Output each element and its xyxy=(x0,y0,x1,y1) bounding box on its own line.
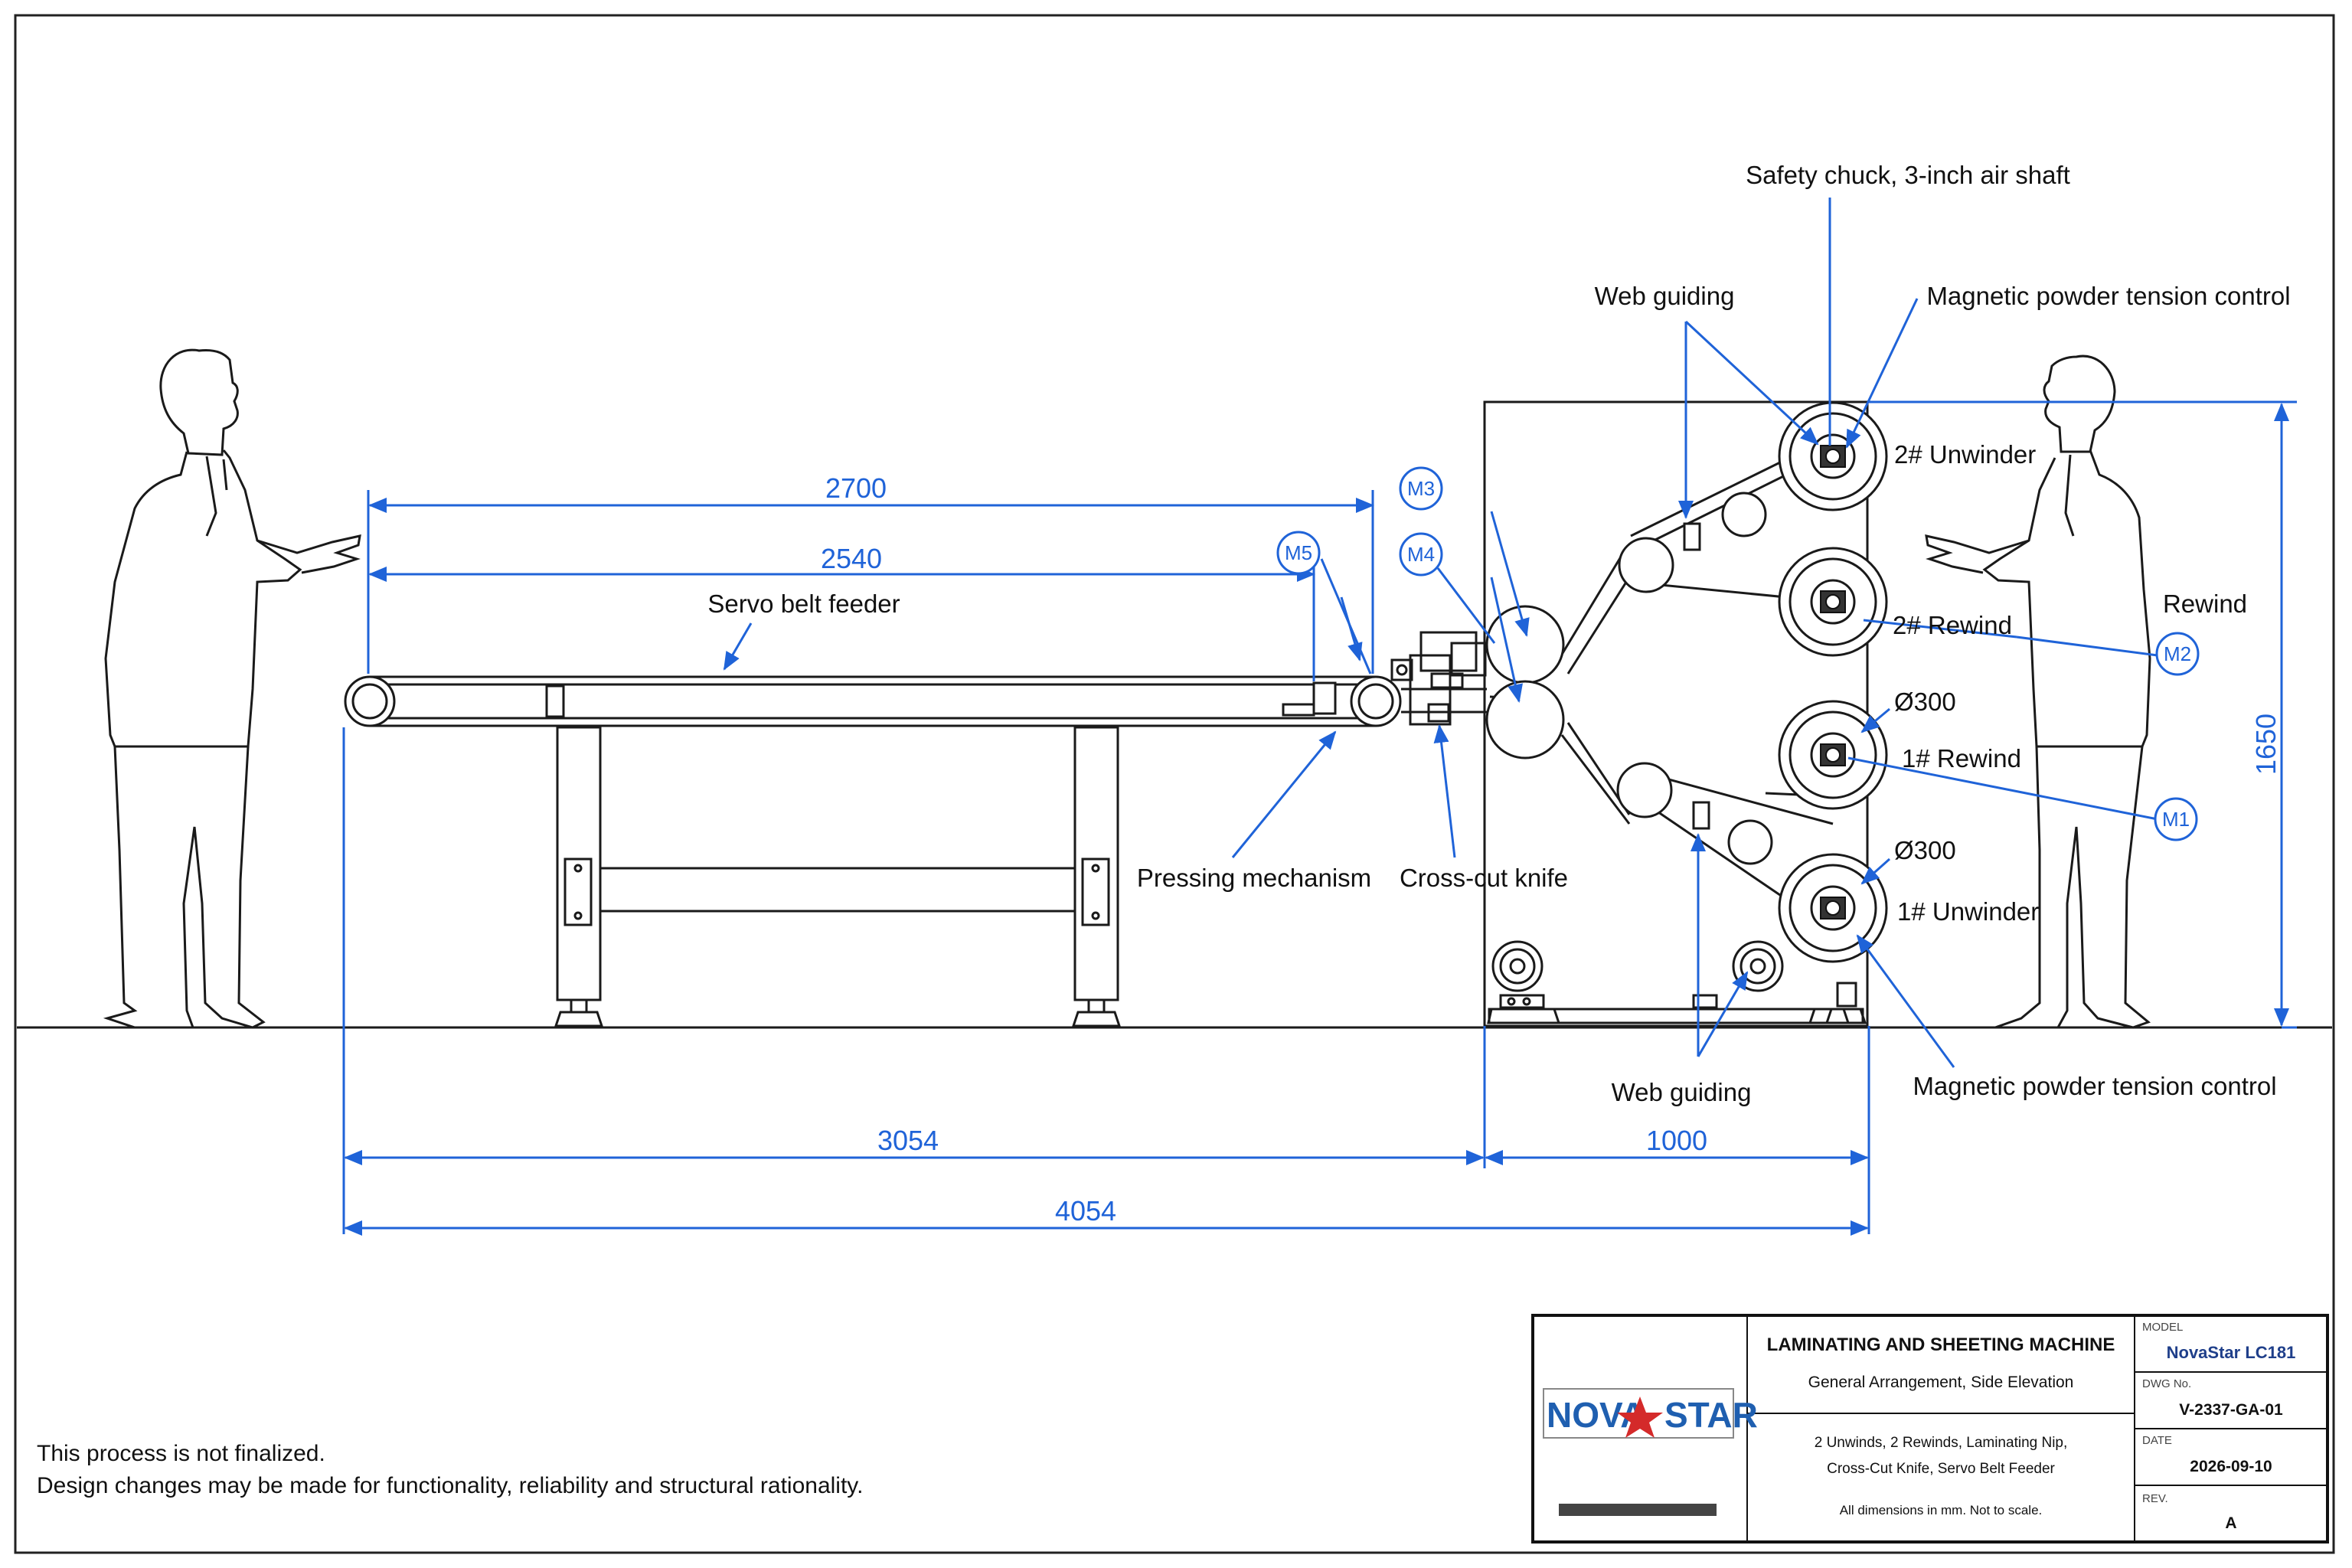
tb-desc-3: All dimensions in mm. Not to scale. xyxy=(1840,1503,2043,1517)
tb-dwg-label: DWG No. xyxy=(2142,1377,2191,1390)
tb-dwg-value: V-2337-GA-01 xyxy=(2179,1401,2283,1419)
drawing-border xyxy=(14,14,2335,1554)
label-1-unwinder: 1# Unwinder xyxy=(1897,897,2039,926)
leader-lines xyxy=(723,198,2158,1068)
tb-desc-1: 2 Unwinds, 2 Rewinds, Laminating Nip, xyxy=(1815,1435,2068,1451)
motor-m4-bubble: M4 xyxy=(1399,532,1443,577)
dim-feeder-overall: 2700 xyxy=(825,472,887,504)
note-line-1: This process is not finalized. xyxy=(37,1441,325,1466)
cross-cut-knife-unit xyxy=(1390,631,1487,726)
tb-rev-label: REV. xyxy=(2142,1492,2168,1505)
reel-1-unwinder xyxy=(1778,853,1888,963)
motor-m5-label: M5 xyxy=(1285,541,1312,564)
motor-m1-label: M1 xyxy=(2162,808,2190,831)
label-2-unwinder: 2# Unwinder xyxy=(1894,440,2036,469)
tb-desc-2: Cross-Cut Knife, Servo Belt Feeder xyxy=(1827,1461,2055,1477)
label-1-rewind: 1# Rewind xyxy=(1902,744,2021,773)
dim-machine-depth: 1000 xyxy=(1646,1125,1707,1156)
logo-text-star: STAR xyxy=(1664,1395,1758,1435)
motor-m3-bubble: M3 xyxy=(1399,466,1443,511)
tb-rev-value: A xyxy=(2225,1514,2236,1532)
label-diameter-upper: Ø300 xyxy=(1894,688,1956,716)
dim-machine-height: 1650 xyxy=(2250,714,2282,775)
tb-subtitle: General Arrangement, Side Elevation xyxy=(1808,1374,2074,1391)
label-servo-belt-feeder: Servo belt feeder xyxy=(707,590,900,618)
label-magnetic-tension-top: Magnetic powder tension control xyxy=(1926,282,2290,310)
tb-date-value: 2026-09-10 xyxy=(2190,1458,2272,1475)
logo-star-icon xyxy=(1617,1396,1663,1438)
motor-m5-bubble: M5 xyxy=(1276,531,1321,575)
operator-left-figure xyxy=(103,348,361,1029)
dimension-lines xyxy=(342,400,2297,1236)
dim-feeder-span: 3054 xyxy=(877,1125,939,1156)
motor-m3-label: M3 xyxy=(1407,477,1435,500)
label-diameter-lower: Ø300 xyxy=(1894,836,1956,864)
label-web-guiding-bottom: Web guiding xyxy=(1612,1078,1752,1106)
reels xyxy=(1778,401,1888,963)
idler-rollers xyxy=(1616,492,1773,865)
reel-1-rewind xyxy=(1778,700,1888,810)
dim-feeder-belt: 2540 xyxy=(821,543,882,574)
label-web-guiding-top: Web guiding xyxy=(1595,282,1735,310)
note-line-2: Design changes may be made for functiona… xyxy=(37,1473,863,1498)
laminator-frame xyxy=(1483,400,1869,1027)
reel-2-unwinder xyxy=(1778,401,1888,511)
motor-m1-bubble: M1 xyxy=(2154,797,2198,841)
operator-right-figure xyxy=(1925,354,2151,1029)
label-magnetic-tension-bottom: Magnetic powder tension control xyxy=(1913,1072,2276,1100)
motor-m2-bubble: M2 xyxy=(2155,632,2200,676)
laminating-nip-rollers xyxy=(1485,605,1565,760)
tb-date-label: DATE xyxy=(2142,1434,2172,1447)
web-paths xyxy=(1489,435,1834,933)
reel-2-rewind xyxy=(1778,547,1888,657)
label-2-rewind: 2# Rewind xyxy=(1893,611,2012,639)
label-pressing-mechanism: Pressing mechanism xyxy=(1137,864,1371,892)
tb-model-label: MODEL xyxy=(2142,1321,2183,1334)
servo-belt-feeder xyxy=(344,675,1402,1027)
tb-model-value: NovaStar LC181 xyxy=(2167,1343,2296,1362)
label-cross-cut-knife: Cross-cut knife xyxy=(1400,864,1568,892)
motor-m4-label: M4 xyxy=(1407,543,1435,566)
title-block: NOVA STAR LAMINATING AND SHEETING MACHIN… xyxy=(1531,1314,2329,1544)
motor-m2-label: M2 xyxy=(2164,642,2191,665)
tb-title: LAMINATING AND SHEETING MACHINE xyxy=(1767,1334,2115,1355)
logo-underline-bar xyxy=(1559,1504,1717,1516)
label-rewind: Rewind xyxy=(2163,590,2247,618)
dim-total-length: 4054 xyxy=(1055,1195,1116,1227)
label-safety-chuck: Safety chuck, 3-inch air shaft xyxy=(1746,161,2070,189)
